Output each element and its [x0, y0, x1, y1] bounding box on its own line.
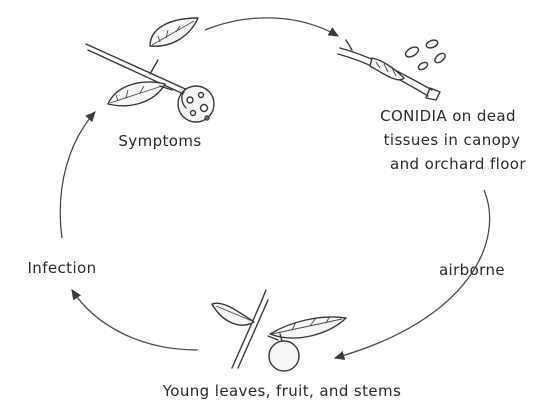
symptoms-label: Symptoms — [118, 132, 201, 150]
conidium — [425, 39, 439, 50]
svg-text:tissues in canopy: tissues in canopy — [384, 131, 521, 149]
svg-text:and orchard floor: and orchard floor — [390, 155, 526, 173]
airborne-label: airborne — [439, 261, 505, 279]
svg-text:CONIDIA on dead: CONIDIA on dead — [380, 107, 516, 125]
young-fruit — [269, 341, 299, 371]
twig-branch — [150, 60, 158, 74]
conidia-label: CONIDIA on dead tissues in canopy and or… — [380, 107, 526, 173]
conidium — [417, 61, 429, 71]
young-growth-label: Young leaves, fruit, and stems — [162, 382, 402, 400]
twig-spur — [346, 40, 352, 50]
infection-label: Infection — [27, 259, 96, 277]
young-leaf-left — [212, 303, 254, 325]
young-shoot-illustration — [212, 290, 346, 371]
young-leaf-right — [270, 317, 346, 338]
arrow-symptoms-to-conidia — [205, 18, 338, 36]
symptomatic-twig-illustration — [86, 18, 214, 122]
conidium — [404, 45, 420, 59]
dead-twig-with-conidia-illustration — [338, 39, 447, 100]
conidium — [433, 51, 447, 64]
arrow-infection-to-symptoms — [60, 112, 95, 238]
arrow-young-to-infection — [72, 290, 198, 350]
